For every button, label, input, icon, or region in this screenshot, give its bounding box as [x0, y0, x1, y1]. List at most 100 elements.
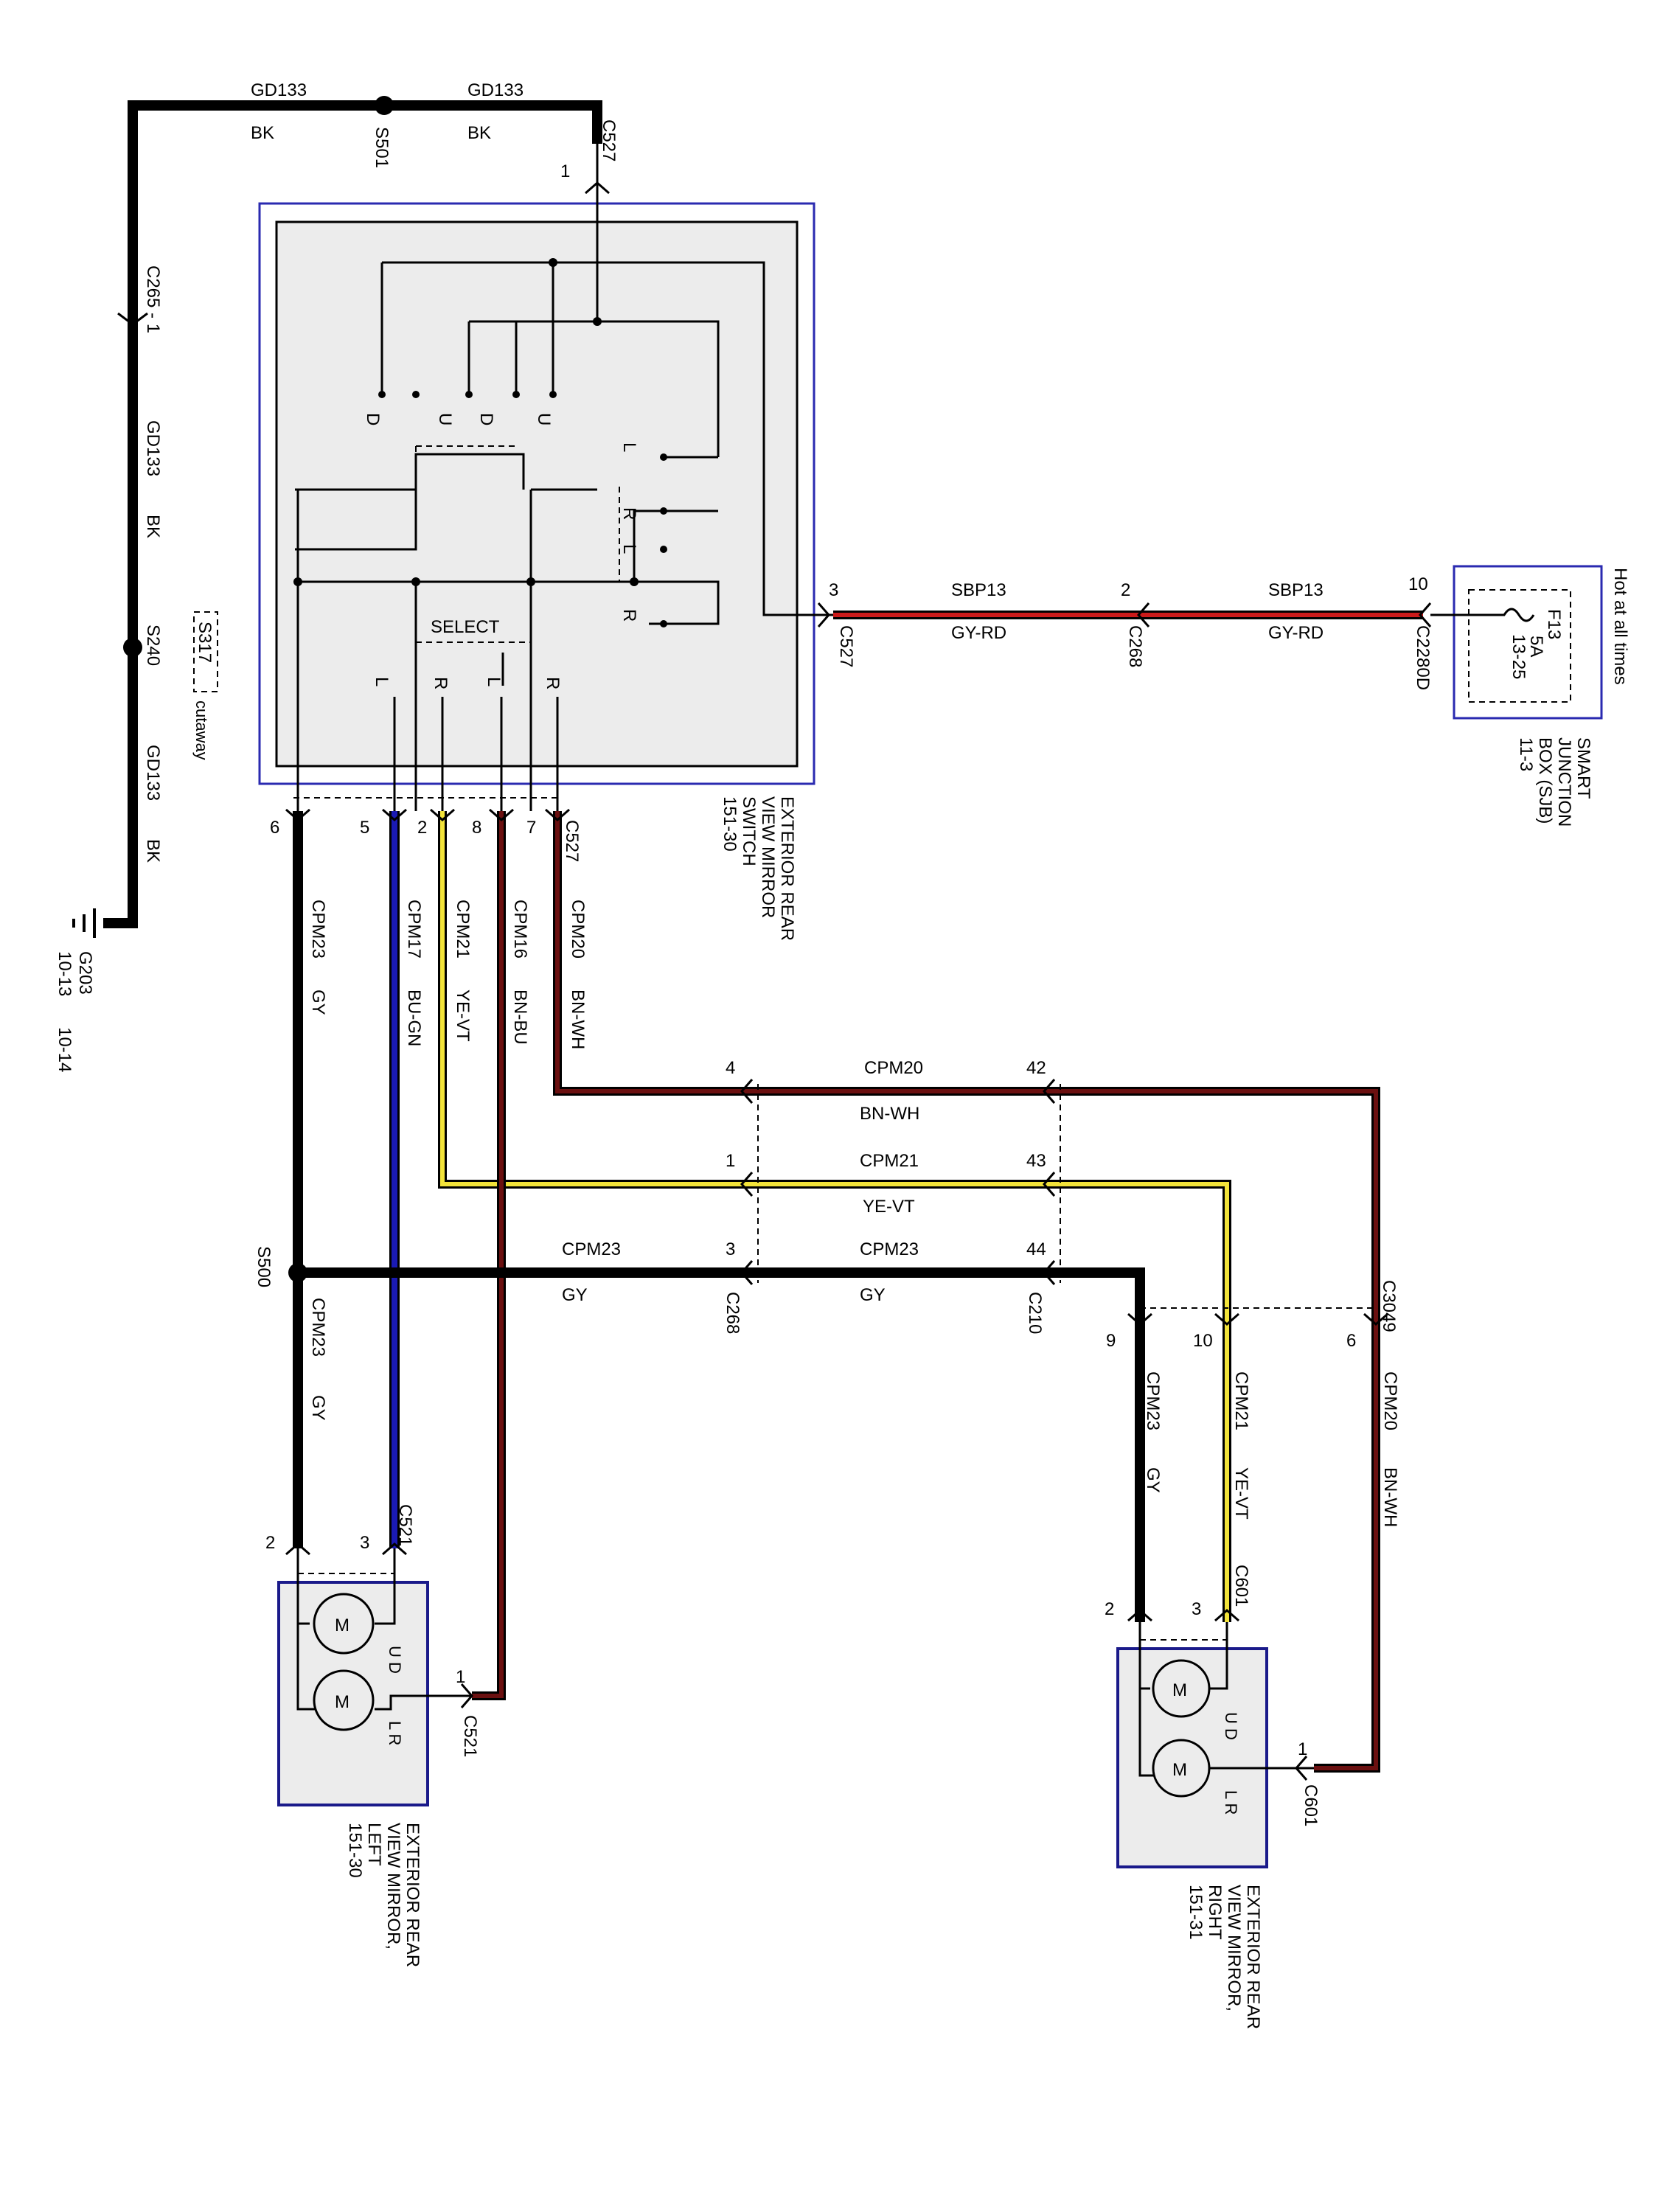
left-mirror-ud: U D [386, 1646, 404, 1674]
switch-contact-r4: R [543, 677, 563, 689]
right-mirror-name-2: VIEW MIRROR, [1224, 1885, 1244, 2011]
cpm16-color: BN-BU [510, 990, 530, 1045]
c2280d-pin-label: 10 [1408, 574, 1428, 594]
cpm21-label: CPM21 [453, 900, 473, 959]
right-wire-c-label: CPM20 [1380, 1371, 1400, 1430]
left-ud-motor-m: M [335, 1615, 349, 1635]
c268-pin2-label: 2 [1121, 580, 1130, 600]
right-mirror-pin-2: 2 [1105, 1599, 1114, 1619]
switch-contact-l3: L [372, 677, 392, 686]
door-harness: 4 1 3 C268 42 43 44 C210 CPM20 BN-WH CPM… [254, 1058, 1380, 1421]
gd133-label-top-left: GD133 [251, 80, 307, 100]
ground-icon [72, 908, 96, 938]
left-mirror-pin-3: 3 [360, 1533, 369, 1553]
c2280d-connector-icon [1419, 602, 1432, 627]
right-ud-motor-m: M [1172, 1680, 1187, 1700]
switch-name-line-3: SWITCH [739, 796, 759, 866]
switch-pin-6: 6 [270, 818, 279, 838]
c3049-connector-icons [1127, 1312, 1388, 1326]
c265-label: C265 - 1 [143, 265, 163, 333]
right-mirror-ud: U D [1222, 1712, 1240, 1740]
s240-label: S240 [143, 625, 163, 666]
g203-ref-b: 10-14 [55, 1027, 74, 1072]
switch-contact-r1: R [619, 507, 639, 520]
sjb-fuse-dash [1468, 589, 1571, 703]
fuse-rating: 5A [1526, 636, 1546, 657]
right-cpm20-wire [1314, 1305, 1380, 1773]
sjb-name-line-1: SMART [1573, 737, 1593, 799]
switch-inner-box [275, 220, 799, 768]
switch-contact-l4: L [484, 677, 504, 686]
s500-color-label: GY [308, 1395, 328, 1421]
right-color-b-label: YE-VT [1231, 1467, 1251, 1520]
s500-wire-label: CPM23 [308, 1298, 328, 1357]
left-mirror-pin-1: 1 [456, 1667, 465, 1687]
right-lr-motor-icon [1152, 1739, 1211, 1798]
cutaway-label: cutaway [192, 700, 211, 760]
switch-name-line-2: VIEW MIRROR [758, 796, 778, 918]
g203-ref-a: 10-13 [55, 951, 74, 996]
cpm20-color: BN-WH [568, 990, 588, 1049]
right-ud-motor-icon [1152, 1659, 1211, 1718]
harness-connector-icons [740, 1079, 1056, 1285]
row3-color-right-label: GY [860, 1285, 886, 1305]
c210-pin-44: 44 [1026, 1239, 1046, 1259]
left-mirror-name-3: LEFT [364, 1823, 384, 1866]
gd133-label-low: GD133 [143, 745, 163, 801]
cpm16-wire-inner [472, 811, 504, 1698]
c3049-pin-10: 10 [1193, 1331, 1213, 1351]
switch-internal-wiring [295, 261, 841, 811]
row3-color-left-label: GY [562, 1285, 588, 1305]
switch-gang-dash-top [415, 445, 516, 472]
switch-name-line-4: 151-30 [720, 796, 740, 852]
c3049-pin-6: 6 [1346, 1331, 1356, 1351]
row3-wire-right-label: CPM23 [860, 1239, 919, 1259]
cpm21-color: YE-VT [453, 990, 473, 1042]
right-color-c-label: BN-WH [1380, 1467, 1400, 1527]
row1-cpm20-inner [745, 1089, 1378, 1305]
bk-label-low: BK [143, 839, 163, 863]
row2-cpm21-inner [745, 1182, 1229, 1305]
sjb-name-line-4: 11-3 [1516, 737, 1536, 771]
c210-pin-43: 43 [1026, 1151, 1046, 1171]
right-mirror-conn-top: C601 [1231, 1565, 1251, 1607]
c268-pin-4: 4 [726, 1058, 735, 1078]
bk-label-top-right: BK [467, 123, 491, 143]
c527-pin3-connector-icon [817, 602, 830, 627]
switch-contact-l1: L [619, 442, 639, 452]
switch-pin-7: 7 [526, 818, 536, 838]
right-mirror: 9 10 6 C3049 CPM23 GY CPM21 YE-VT CPM20 … [1105, 1280, 1400, 2029]
right-mirror-internal [1138, 1622, 1314, 1777]
switch-contact-u1: U [435, 413, 455, 425]
right-wire-b-label: CPM21 [1231, 1371, 1251, 1430]
left-mirror-name-2: VIEW MIRROR, [383, 1823, 403, 1950]
sbp13-label-left: SBP13 [951, 580, 1006, 600]
right-mirror-name-3: RIGHT [1205, 1885, 1225, 1940]
c527-top-label: C527 [599, 119, 619, 161]
sbp13-label-right: SBP13 [1268, 580, 1324, 600]
select-label: SELECT [431, 617, 500, 637]
left-mirror-name-1: EXTERIOR REAR [403, 1823, 422, 1967]
switch-contact-r3: R [431, 677, 451, 689]
c527-top-pin: 1 [560, 161, 570, 181]
sjb-box [1453, 565, 1603, 720]
s501-label: S501 [372, 127, 392, 168]
s500-splice [288, 1263, 307, 1282]
right-mirror-pin-1: 1 [1298, 1739, 1307, 1759]
left-mirror-conn-top: C521 [395, 1504, 415, 1546]
switch-name-line-1: EXTERIOR REAR [777, 796, 797, 941]
sjb-name-line-2: JUNCTION [1554, 737, 1574, 827]
cpm23-label: CPM23 [308, 900, 328, 959]
gy-rd-label-right: GY-RD [1268, 623, 1324, 643]
g203-label: G203 [75, 951, 95, 995]
fuse-id: F13 [1544, 609, 1564, 639]
c268-connector-icon [1137, 602, 1150, 627]
fuse-ref: 13-25 [1509, 634, 1528, 679]
right-mirror-conn-side: C601 [1301, 1784, 1321, 1826]
bk-label-mid: BK [143, 515, 163, 538]
left-ud-motor-icon [313, 1593, 375, 1655]
left-mirror-internal [296, 1548, 472, 1711]
switch-bottom-conn-label: C527 [562, 820, 582, 862]
cpm17-label: CPM17 [404, 900, 424, 959]
c210-label: C210 [1025, 1292, 1045, 1334]
